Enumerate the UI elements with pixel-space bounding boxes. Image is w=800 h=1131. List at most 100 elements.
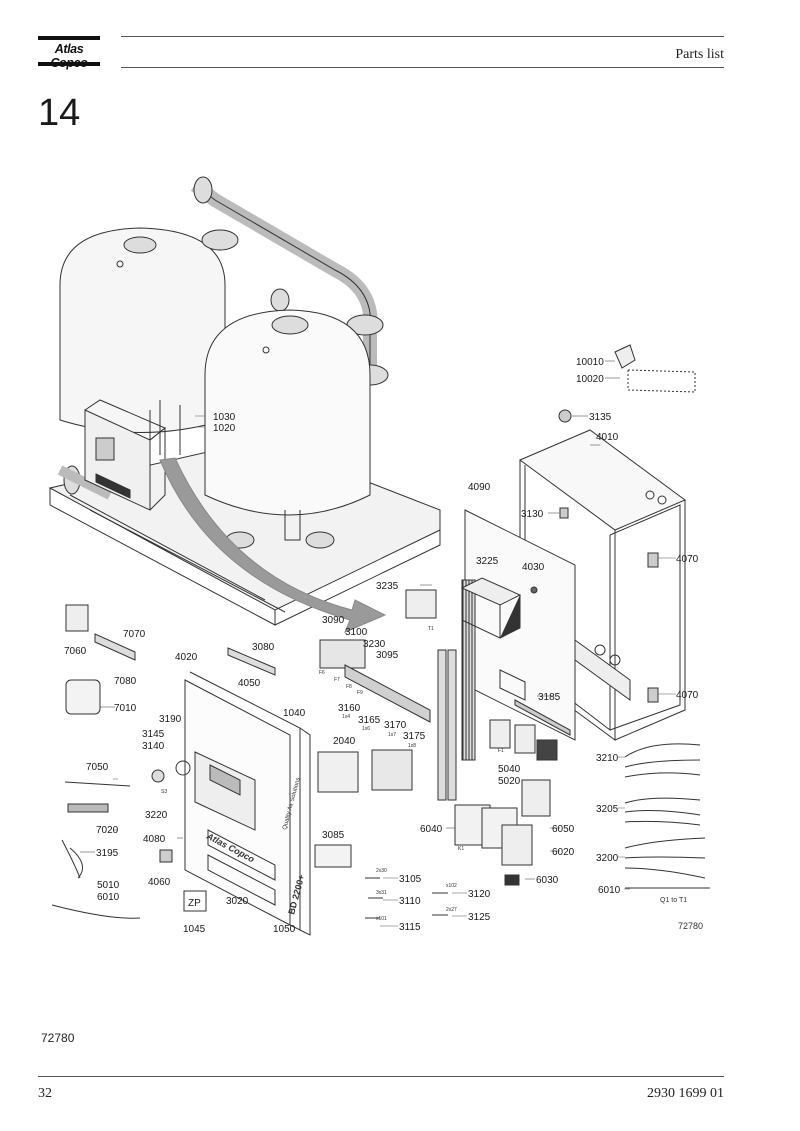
part-label: 6050 [552, 824, 575, 835]
logo-bar-top [38, 36, 100, 40]
header-rule-bottom [121, 67, 724, 68]
part-label: 3225 [476, 556, 499, 567]
zp-label: ZP [188, 898, 201, 909]
ref-label: K1 [458, 846, 464, 852]
figure-reference: 72780 [41, 1031, 75, 1045]
part-label: 3095 [376, 650, 399, 661]
part-label: 3185 [538, 692, 561, 703]
piping [57, 176, 389, 500]
part-label: 7060 [64, 646, 87, 657]
part-label: 6020 [552, 847, 575, 858]
part-label: 4050 [238, 678, 261, 689]
part-label: 3115 [399, 922, 421, 933]
ref-label: x102 [446, 883, 457, 889]
part-label: 3020 [226, 896, 249, 907]
part-label: 3130 [521, 509, 544, 520]
ref-label: T1 [428, 626, 434, 632]
part-label: 10020 [576, 374, 604, 385]
door-panel [184, 671, 311, 936]
control-unit [460, 577, 522, 639]
part-label: 5010 [97, 880, 120, 891]
ref-label: x101 [376, 916, 387, 922]
ref-label: F9 [357, 690, 363, 696]
part-label: 3080 [252, 642, 275, 653]
part-label: 3195 [96, 848, 119, 859]
part-label: 4030 [522, 562, 545, 573]
section-number: 14 [38, 92, 81, 134]
part-label: 1040 [283, 708, 306, 719]
part-label: 3220 [145, 810, 168, 821]
ref-label: 2x27 [446, 907, 457, 913]
part-label: 5020 [498, 776, 521, 787]
part-label: 1020 [213, 423, 236, 434]
part-label: 4060 [148, 877, 171, 888]
part-label: 5040 [498, 764, 521, 775]
part-label: 3140 [142, 741, 165, 752]
right-vessel [204, 309, 371, 549]
part-label: 1030 [213, 412, 236, 423]
part-label: 7010 [114, 703, 137, 714]
mounting-plate [461, 509, 576, 761]
part-label: 6030 [536, 875, 559, 886]
part-label: 7070 [123, 629, 146, 640]
page-number: 32 [38, 1086, 52, 1101]
part-label: 3230 [363, 639, 386, 650]
part-label: 4070 [676, 690, 699, 701]
small-components [51, 589, 558, 919]
ref-label: 1x7 [388, 732, 396, 738]
part-label: 3170 [384, 720, 407, 731]
ref-label: 2x30 [376, 868, 387, 874]
ref-label: S3 [161, 789, 167, 795]
part-label: 4010 [596, 432, 619, 443]
part-label: 4070 [676, 554, 699, 565]
part-label: 1045 [183, 924, 206, 935]
part-label: 3090 [322, 615, 345, 626]
ref-label: F8 [346, 684, 352, 690]
left-vessel [59, 227, 226, 433]
footer-rule [38, 1076, 724, 1077]
part-label: 7080 [114, 676, 137, 687]
part-label: 4090 [468, 482, 491, 493]
part-label: 6010 [598, 885, 621, 896]
leader-lines [80, 360, 676, 927]
part-label: 3175 [403, 731, 426, 742]
part-label: 3100 [345, 627, 368, 638]
part-label: 3125 [468, 912, 491, 923]
ref-label: 1x6 [362, 726, 370, 732]
atlas-copco-logo: Atlas Copco [38, 36, 100, 70]
ref-label: 1x8 [408, 743, 416, 749]
ref-label: F1 [498, 748, 504, 754]
explode-arrow [159, 457, 387, 633]
part-label: 3120 [468, 889, 491, 900]
part-label: 3135 [589, 412, 612, 423]
part-label: 3190 [159, 714, 182, 725]
part-label: 1050 [273, 924, 296, 935]
wire-harnesses [365, 743, 710, 919]
part-label: 3105 [399, 874, 422, 885]
part-label: 7020 [96, 825, 119, 836]
part-label: 3205 [596, 804, 619, 815]
q1-label: Q1 to T1 [660, 897, 687, 904]
part-label: 2040 [333, 736, 356, 747]
part-label: 3235 [376, 581, 399, 592]
ref-label: 3x31 [376, 890, 387, 896]
part-label: 3160 [338, 703, 361, 714]
part-label: 7050 [86, 762, 109, 773]
part-label: 4020 [175, 652, 198, 663]
part-label: 6040 [420, 824, 443, 835]
ref-label: F6 [319, 670, 325, 676]
part-label: 4080 [143, 834, 166, 845]
part-label: 3110 [399, 896, 421, 907]
logo-bar-bottom [38, 62, 100, 66]
part-label: 10010 [576, 357, 604, 368]
accessories [530, 344, 696, 703]
part-label: 3085 [322, 830, 345, 841]
header-rule-top [121, 36, 724, 37]
part-label: 6010 [97, 892, 120, 903]
document-number: 2930 1699 01 [647, 1086, 724, 1101]
cabinet-enclosure [519, 429, 686, 741]
part-label: 3210 [596, 753, 619, 764]
ref-label: F7 [334, 677, 340, 683]
document-title: Parts list [675, 47, 724, 62]
